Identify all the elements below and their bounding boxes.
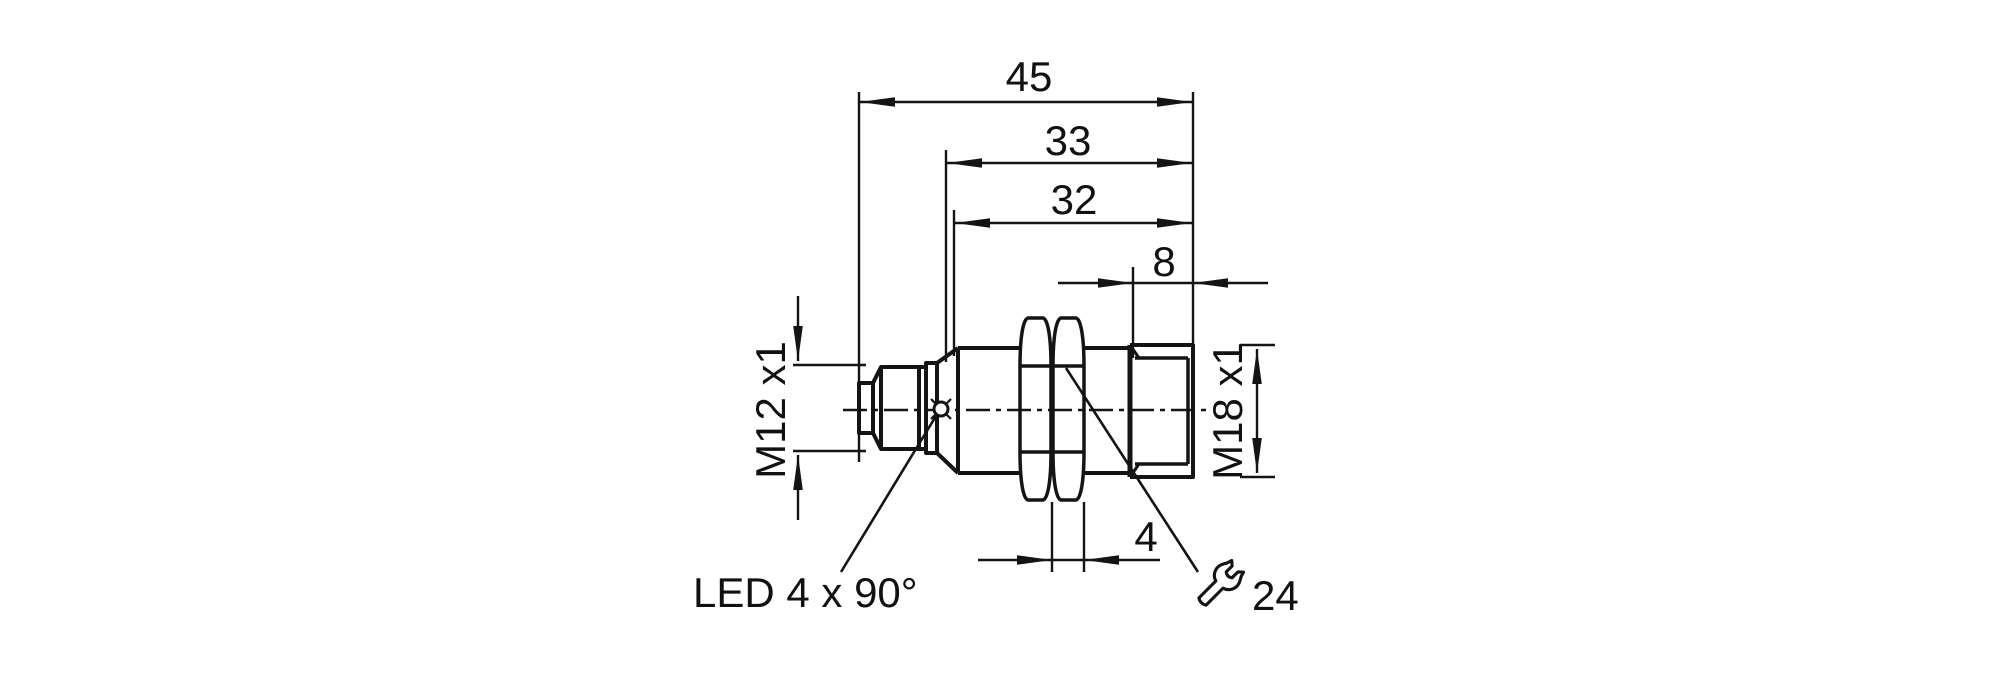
connector-nose <box>857 381 873 435</box>
dim-45-label: 45 <box>1006 53 1053 100</box>
dimension-labels: 45 33 32 8 4 M12 x1 M18 x1 LED 4 x 90° 2… <box>693 53 1299 619</box>
dim-8-label: 8 <box>1152 238 1175 285</box>
dim-33-label: 33 <box>1045 117 1092 164</box>
led-leader-line <box>839 415 938 573</box>
dim-32-label: 32 <box>1051 176 1098 223</box>
nut-2-face-lines <box>1053 364 1084 454</box>
wrench-size-label: 24 <box>1252 572 1299 619</box>
dim-4-label: 4 <box>1134 513 1157 560</box>
nut-1-face-lines <box>1020 364 1051 454</box>
led-annotation-label: LED 4 x 90° <box>693 569 918 616</box>
leader-lines <box>839 367 1200 573</box>
thread-m18-label: M18 x1 <box>1204 342 1251 480</box>
taper-cone <box>935 346 960 475</box>
thread-m12-label: M12 x1 <box>747 341 794 479</box>
wrench-icon <box>1197 558 1246 607</box>
wrench-leader-line <box>1064 367 1200 573</box>
dimension-lines <box>793 97 1268 565</box>
head-corner-chamfers <box>1128 344 1141 478</box>
led-indicator-icon <box>930 398 952 420</box>
